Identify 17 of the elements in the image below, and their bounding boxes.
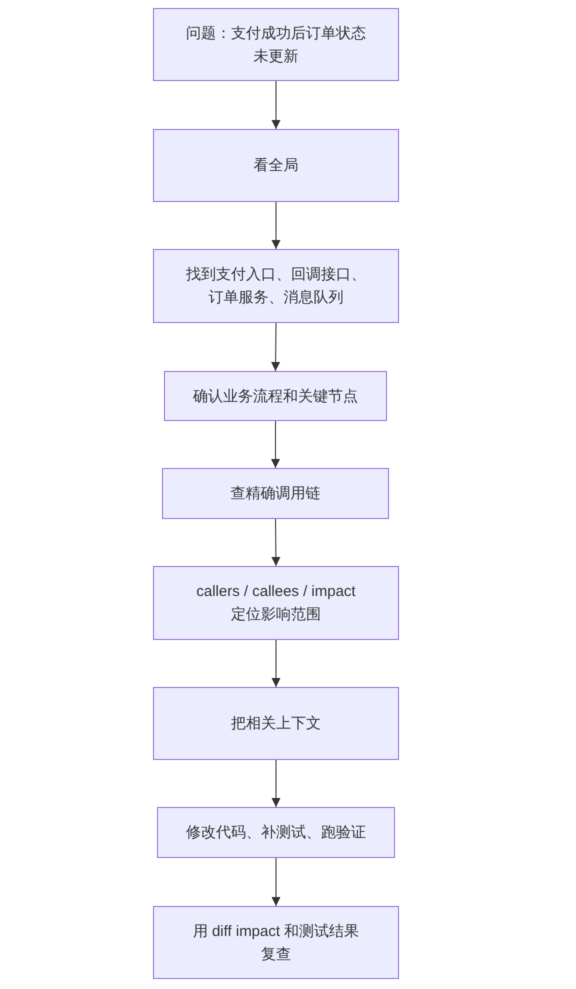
arrow (271, 518, 280, 566)
process-box: callers / callees / impact 定位影响范围 (153, 566, 399, 640)
process-box: 把相关上下文 (153, 687, 399, 760)
process-box: 确认业务流程和关键节点 (164, 371, 387, 421)
arrow (272, 858, 280, 906)
process-box: 找到支付入口、回调接口、订单服务、消息队列 (153, 249, 399, 323)
arrow (271, 420, 280, 468)
arrow (272, 640, 280, 688)
arrow (272, 80, 280, 130)
process-box: 问题：支付成功后订单状态未更新 (153, 8, 399, 81)
arrow (271, 322, 280, 372)
arrow (272, 202, 280, 250)
process-box: 查精确调用链 (162, 468, 389, 519)
process-box: 用 diff impact 和测试结果复查 (153, 906, 399, 979)
process-box: 看全局 (153, 129, 399, 202)
process-box: 修改代码、补测试、跑验证 (157, 807, 395, 858)
arrow (272, 760, 280, 808)
